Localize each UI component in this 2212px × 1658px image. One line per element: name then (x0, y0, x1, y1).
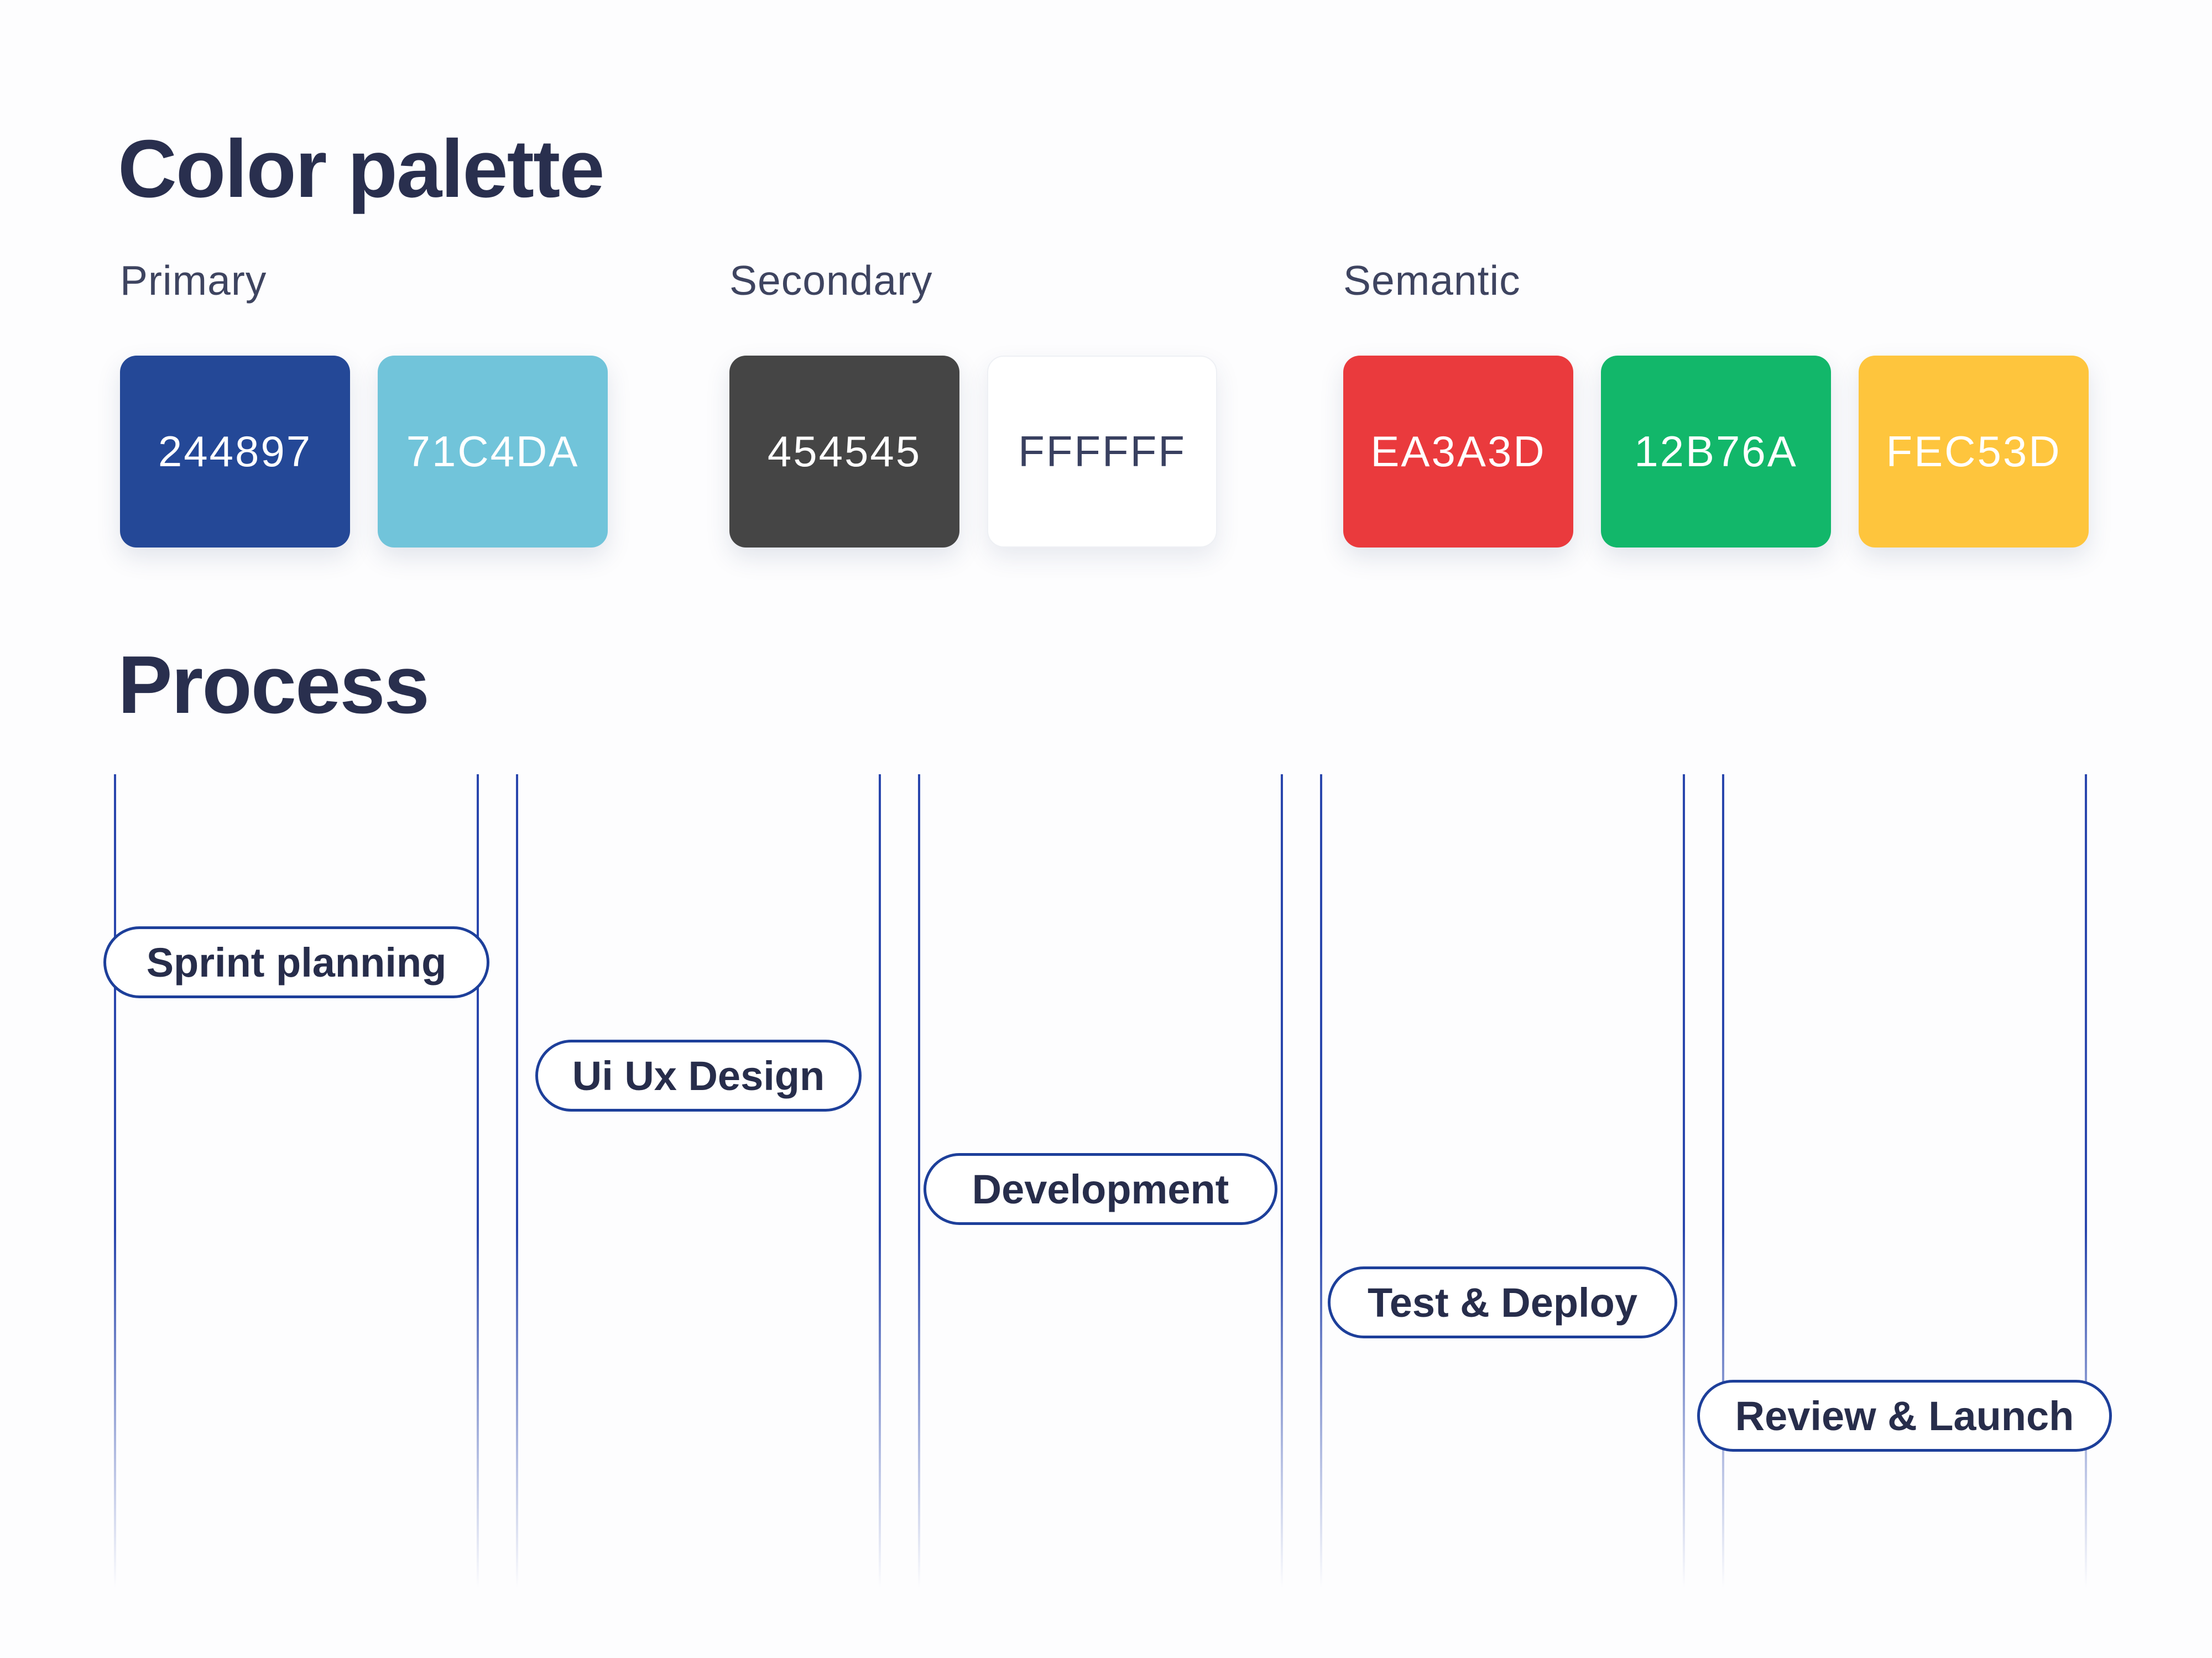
swatch-hex: 454545 (767, 427, 922, 476)
palette-group: Semantic EA3A3D 12B76A FEC53D (1343, 259, 2089, 548)
color-swatch: 71C4DA (378, 356, 608, 548)
process-step-label: Sprint planning (146, 939, 447, 986)
swatch-hex: 244897 (158, 427, 312, 476)
process-lanes: Sprint planning Ui Ux Design Development… (103, 774, 2112, 1604)
swatch-row: 244897 71C4DA (120, 356, 608, 548)
process-step-pill: Test & Deploy (1328, 1266, 1677, 1338)
process-step-label: Test & Deploy (1368, 1279, 1637, 1326)
process-lane: Test & Deploy (1320, 774, 1685, 1604)
process-step-label: Review & Launch (1735, 1393, 2074, 1439)
process-step-pill: Sprint planning (103, 926, 489, 998)
process-lane: Review & Launch (1697, 774, 2112, 1604)
process-lane: Development (918, 774, 1283, 1604)
palette-group-label: Primary (120, 257, 267, 304)
swatch-hex: EA3A3D (1370, 427, 1546, 476)
palette-group-label: Secondary (729, 257, 933, 304)
process-step-pill: Development (924, 1153, 1277, 1225)
process-lane: Sprint planning (103, 774, 489, 1604)
color-swatch: FEC53D (1859, 356, 2089, 548)
palette-group-label: Semantic (1343, 257, 1521, 304)
process-step-label: Development (972, 1166, 1229, 1212)
color-swatch: EA3A3D (1343, 356, 1573, 548)
palette-group: Primary 244897 71C4DA (120, 259, 608, 548)
process-step-pill: Ui Ux Design (535, 1040, 862, 1112)
color-swatch: 244897 (120, 356, 350, 548)
process-title: Process (118, 639, 430, 731)
swatch-hex: 12B76A (1634, 427, 1798, 476)
color-palette-title: Color palette (118, 123, 605, 215)
process-step-pill: Review & Launch (1697, 1380, 2112, 1452)
color-swatch: 12B76A (1601, 356, 1831, 548)
swatch-hex: FFFFFF (1018, 427, 1186, 476)
color-swatch: 454545 (729, 356, 959, 548)
swatch-hex: 71C4DA (406, 427, 580, 476)
swatch-row: EA3A3D 12B76A FEC53D (1343, 356, 2089, 548)
color-swatch: FFFFFF (987, 356, 1217, 548)
swatch-hex: FEC53D (1886, 427, 2062, 476)
palette-group: Secondary 454545 FFFFFF (729, 259, 1217, 548)
process-lane: Ui Ux Design (516, 774, 881, 1604)
swatch-row: 454545 FFFFFF (729, 356, 1217, 548)
process-step-label: Ui Ux Design (572, 1052, 825, 1099)
